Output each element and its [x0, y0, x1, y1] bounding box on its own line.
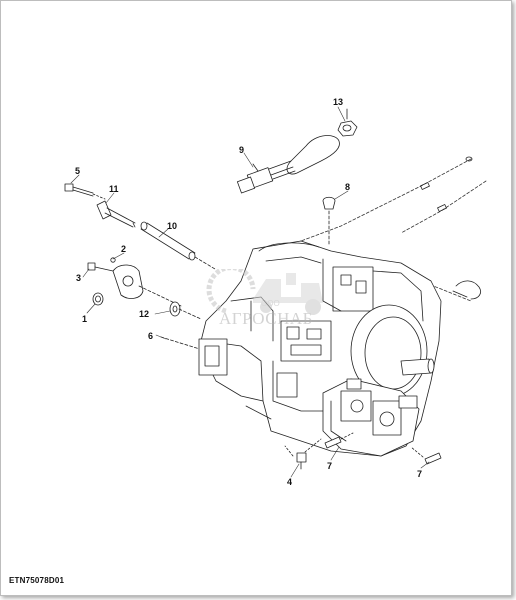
callout-7-right: 7 — [417, 469, 422, 479]
callout-6: 6 — [148, 331, 153, 341]
callout-10: 10 — [167, 221, 177, 231]
callout-5: 5 — [75, 166, 80, 176]
callout-leaders — [70, 106, 430, 478]
callout-labels: 13 9 8 5 11 10 2 3 1 12 6 7 7 4 — [75, 97, 422, 487]
callout-13: 13 — [333, 97, 343, 107]
callout-2: 2 — [121, 244, 126, 254]
callout-8: 8 — [345, 182, 350, 192]
part-7-stud-left — [324, 432, 354, 449]
part-5-bolt — [64, 183, 106, 200]
part-13-nut — [337, 108, 358, 137]
part-3-screw — [87, 262, 114, 272]
callout-1: 1 — [82, 314, 87, 324]
callout-3: 3 — [76, 273, 81, 283]
part-12-bearing — [169, 301, 202, 320]
callout-4: 4 — [287, 477, 292, 487]
part-9-sensor — [236, 135, 340, 194]
callout-7-left: 7 — [327, 461, 332, 471]
part-10-tube — [140, 221, 216, 270]
part-4-bolt — [284, 438, 322, 470]
part-bracket — [112, 264, 182, 307]
callout-11: 11 — [109, 184, 119, 194]
part-11-shaft — [96, 200, 136, 228]
exploded-parts-diagram: 13 9 8 5 11 10 2 3 1 12 6 7 7 4 — [64, 97, 487, 487]
harness-connectors — [420, 156, 481, 300]
part-1-seal — [92, 292, 104, 306]
hydraulic-pump — [322, 378, 420, 457]
part-2-washer — [110, 257, 116, 263]
callout-9: 9 — [239, 145, 244, 155]
figure-id-label: ETN75078D01 — [9, 576, 65, 585]
part-8-plug — [322, 196, 336, 246]
callout-12: 12 — [139, 309, 149, 319]
flywheel-disc — [350, 304, 435, 398]
part-6-pointer — [160, 336, 207, 352]
part-7-stud-right — [410, 446, 442, 465]
